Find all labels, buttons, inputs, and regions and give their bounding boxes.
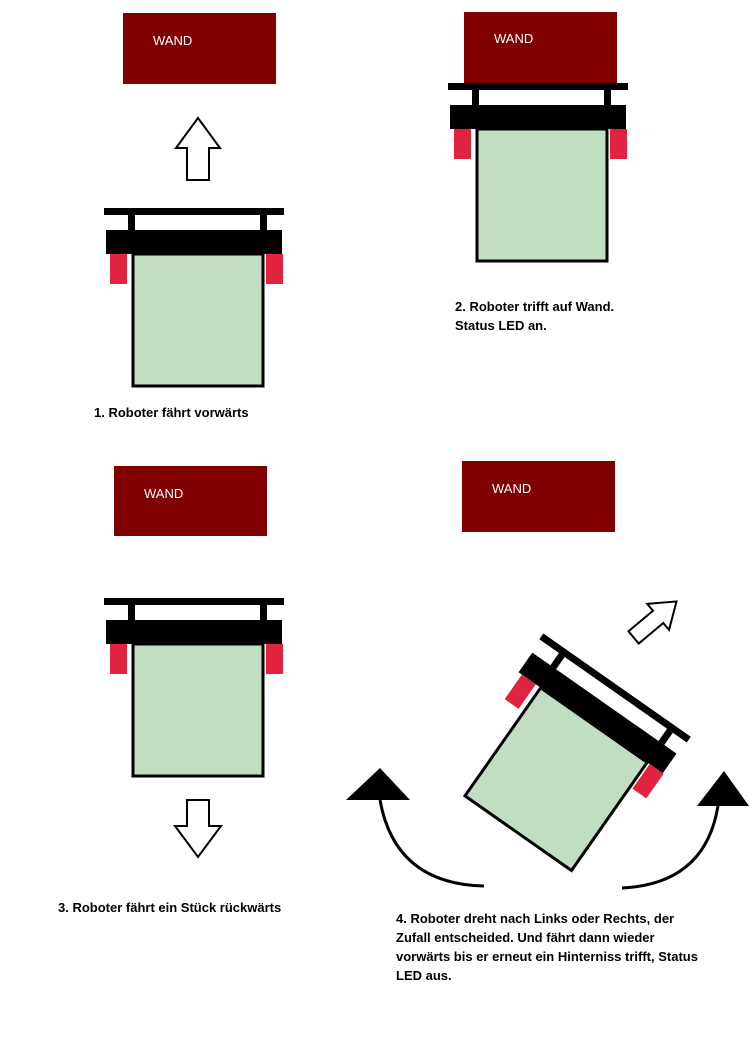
step4-robot-rotated xyxy=(439,631,693,885)
step3-wall-label: WAND xyxy=(144,486,183,501)
step3-wall: WAND xyxy=(114,466,267,536)
step4-caption: 4. Roboter dreht nach Links oder Rechts,… xyxy=(396,909,698,985)
step3-arrow-down-icon xyxy=(173,799,223,859)
step2-wall: WAND xyxy=(464,12,617,84)
step4-arrow-diagonal-icon xyxy=(627,600,678,645)
step2-caption-line: Status LED an. xyxy=(455,318,547,333)
step3-robot xyxy=(102,596,286,778)
step1-robot xyxy=(102,206,286,388)
step1-caption-line: 1. Roboter fährt vorwärts xyxy=(94,405,249,420)
step4-caption-line: 4. Roboter dreht nach Links oder Rechts,… xyxy=(396,911,675,926)
step1-wall: WAND xyxy=(123,13,276,84)
step4-caption-line: vorwärts bis er erneut ein Hinterniss tr… xyxy=(396,949,698,964)
step2-caption-line: 2. Roboter trifft auf Wand. xyxy=(455,299,615,314)
step1-caption: 1. Roboter fährt vorwärts xyxy=(94,403,249,422)
step3-caption-line: 3. Roboter fährt ein Stück rückwärts xyxy=(58,900,282,915)
step4-wall-label: WAND xyxy=(492,481,531,496)
step1-wall-label: WAND xyxy=(153,33,192,48)
step4-caption-line: LED aus. xyxy=(396,968,452,983)
step2-caption: 2. Roboter trifft auf Wand. Status LED a… xyxy=(455,297,614,335)
step1-arrow-up-icon xyxy=(174,116,222,181)
step2-robot xyxy=(446,81,630,263)
step4-curved-arrow-left-icon xyxy=(346,768,485,888)
step2-wall-label: WAND xyxy=(494,31,533,46)
step3-caption: 3. Roboter fährt ein Stück rückwärts xyxy=(58,898,281,917)
step4-caption-line: Zufall entscheided. Und fährt dann wiede… xyxy=(396,930,655,945)
step4-wall: WAND xyxy=(462,461,615,532)
step4-curved-arrow-right-icon xyxy=(621,771,749,890)
